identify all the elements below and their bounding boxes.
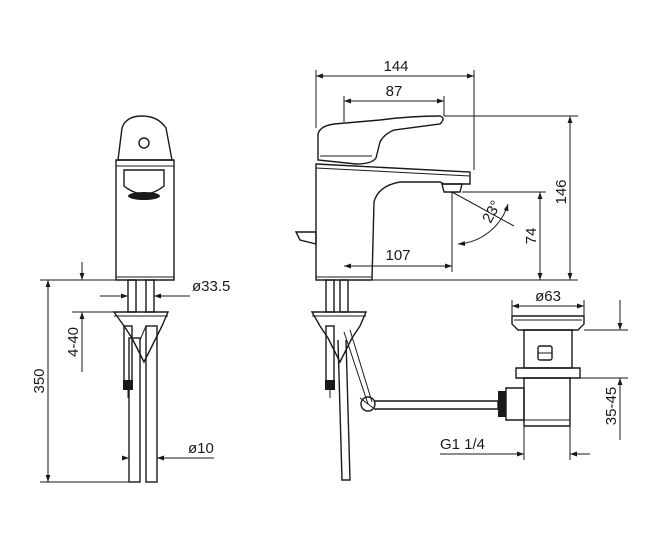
side-linkage-joint [360, 396, 376, 412]
dim-hose-length: 350 [31, 368, 48, 393]
side-handle [317, 115, 444, 165]
side-popup-knob [294, 231, 317, 245]
dim-waste-range: 35-45 [603, 387, 620, 425]
waste-flange [511, 315, 585, 331]
waste-body [523, 329, 573, 369]
side-pullrod [375, 400, 499, 410]
waste-dimensions: ø63 35-45 G1 1/4 [440, 288, 628, 460]
side-hose [337, 339, 351, 481]
front-dimensions: 350 4-40 ø33.5 ø10 [31, 262, 230, 483]
waste-tailpipe [523, 377, 571, 427]
front-pipe-right [145, 279, 155, 313]
front-hose-right [145, 325, 158, 483]
dim-worktop-thickness: 4-40 [65, 327, 82, 357]
dim-base-diameter: ø33.5 [192, 278, 230, 295]
dim-waste-flange-diameter: ø63 [535, 288, 561, 305]
dim-hose-diameter: ø10 [188, 440, 214, 457]
dim-spout-reach: 107 [385, 247, 410, 264]
front-pipe-left [127, 279, 137, 313]
side-aerator [441, 183, 463, 193]
dim-swivel-angle: 23° [479, 198, 505, 226]
side-view [294, 115, 499, 481]
dim-handle-length: 87 [386, 83, 403, 100]
waste-view [498, 315, 585, 427]
front-aerator [123, 169, 165, 195]
side-dimensions: 144 87 146 74 107 23° [315, 58, 578, 281]
front-hose-left [128, 337, 141, 483]
front-handle [117, 115, 173, 161]
dim-overall-length: 144 [383, 58, 408, 75]
front-handle-indicator [138, 137, 150, 149]
dim-overall-height: 146 [553, 179, 570, 204]
dim-spout-height: 74 [523, 228, 540, 245]
dim-waste-thread: G1 1/4 [440, 436, 485, 453]
front-body [115, 159, 175, 281]
front-bracket [112, 311, 170, 364]
front-view [112, 115, 175, 483]
